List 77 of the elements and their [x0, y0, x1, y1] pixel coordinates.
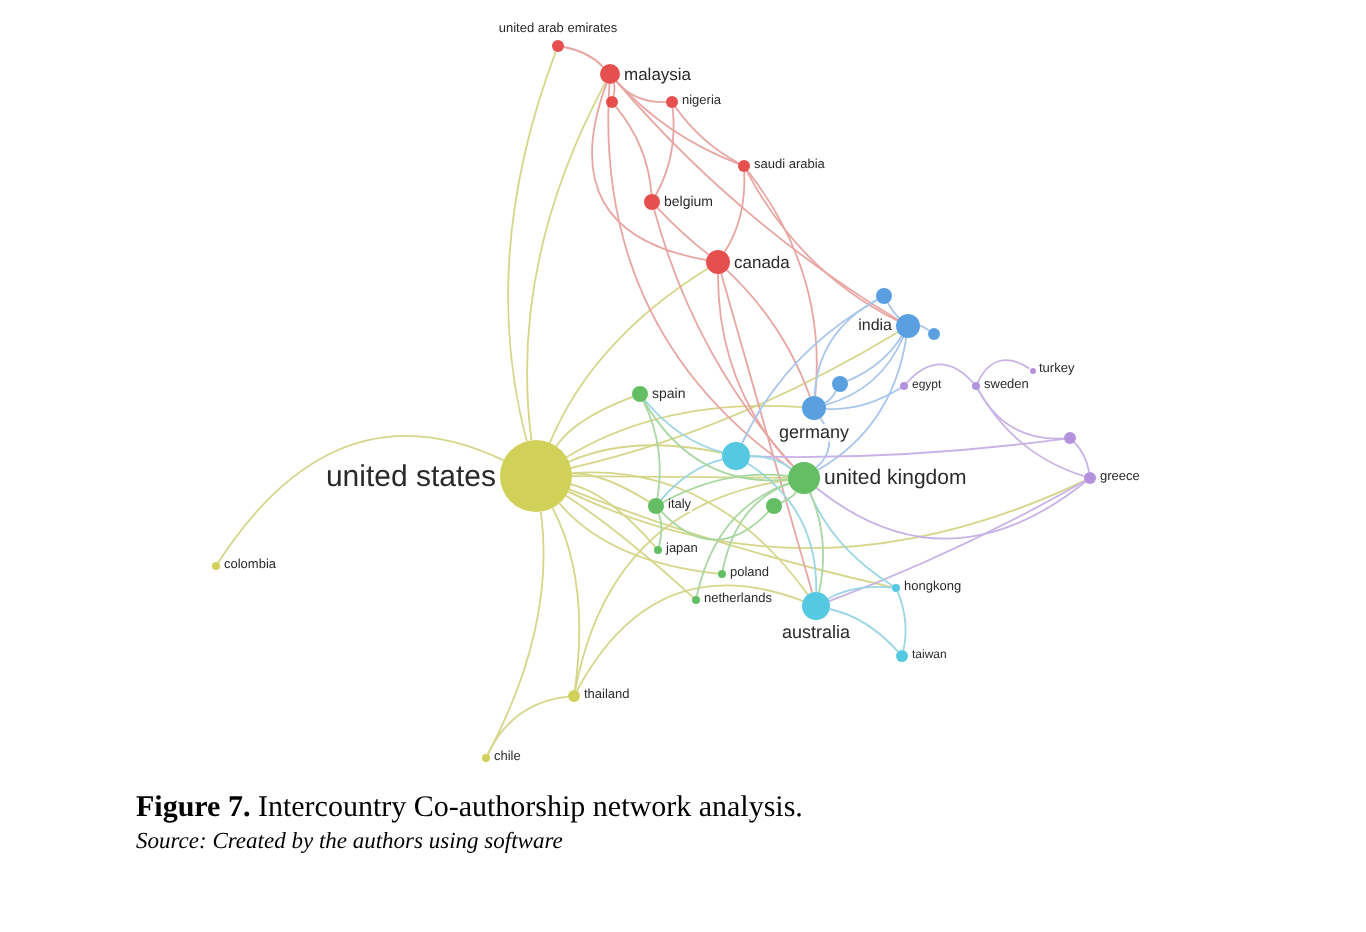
- link-line: [846, 335, 903, 382]
- link-line: [568, 444, 724, 463]
- link-line: [507, 50, 557, 443]
- link-line: [725, 269, 811, 398]
- link-line: [570, 471, 809, 596]
- link-line: [662, 473, 790, 504]
- link-line: [977, 388, 1065, 440]
- link-line: [896, 590, 907, 652]
- link-line: [486, 695, 569, 756]
- link-line: [526, 81, 607, 442]
- link-line: [642, 400, 661, 500]
- link-line: [977, 388, 1086, 478]
- link-line: [749, 455, 792, 470]
- link-line: [823, 390, 837, 404]
- link-line: [660, 510, 770, 541]
- link-line: [720, 272, 814, 594]
- link-line: [555, 395, 634, 448]
- link-line: [809, 491, 894, 587]
- link-line: [558, 502, 719, 575]
- link-line: [828, 608, 899, 653]
- link-line: [674, 106, 740, 165]
- link-line: [548, 267, 709, 444]
- link-line: [574, 479, 790, 692]
- link-line: [570, 483, 657, 548]
- link-line: [809, 491, 824, 594]
- country-label: united kingdom: [824, 467, 967, 489]
- link-line: [568, 488, 893, 589]
- link-line: [887, 302, 901, 319]
- country-label: canada: [734, 253, 790, 271]
- link-line: [660, 458, 724, 501]
- link-line: [571, 472, 651, 503]
- link-line: [575, 584, 804, 692]
- link-line: [780, 491, 798, 504]
- link-line: [816, 336, 908, 471]
- country-label: united states: [325, 461, 496, 491]
- link-line: [723, 171, 746, 253]
- link-line: [828, 480, 1086, 603]
- figure-caption: Figure 7. Intercountry Co-authorship network analysis.: [136, 792, 803, 825]
- link-line: [657, 512, 663, 548]
- link-line: [614, 105, 653, 195]
- link-line: [1073, 441, 1090, 473]
- link-line: [815, 480, 1087, 540]
- link-line: [615, 80, 740, 165]
- link-line: [565, 494, 694, 599]
- link-line: [570, 331, 899, 469]
- link-line: [746, 462, 818, 593]
- link-line: [562, 46, 604, 68]
- link-line: [825, 387, 902, 410]
- link-line: [813, 298, 878, 397]
- link-line: [824, 336, 905, 406]
- source-note: Source: Created by the authors using software: [136, 830, 563, 856]
- link-line: [745, 170, 899, 322]
- country-label: australia: [781, 624, 851, 642]
- link-line: [905, 363, 975, 384]
- link-line: [567, 479, 1086, 549]
- country-label: germany: [779, 424, 849, 442]
- link-line: [721, 482, 790, 571]
- link-line: [551, 507, 581, 691]
- link-line: [741, 299, 878, 445]
- link-line: [571, 475, 789, 479]
- link-line: [565, 405, 803, 459]
- link-line: [607, 83, 792, 470]
- link-line: [591, 82, 708, 261]
- link-line: [695, 482, 790, 597]
- link-line: [653, 208, 795, 468]
- link-line: [644, 399, 724, 454]
- country-label: india: [858, 318, 892, 334]
- link-line: [919, 324, 930, 332]
- country-label: malaysia: [624, 65, 692, 83]
- link-line: [643, 400, 789, 482]
- link-line: [827, 586, 893, 600]
- link-line: [615, 80, 899, 321]
- link-line: [656, 206, 710, 256]
- link-line: [717, 273, 794, 468]
- link-line: [217, 435, 505, 564]
- link-line: [654, 107, 675, 196]
- link-line: [976, 359, 1031, 384]
